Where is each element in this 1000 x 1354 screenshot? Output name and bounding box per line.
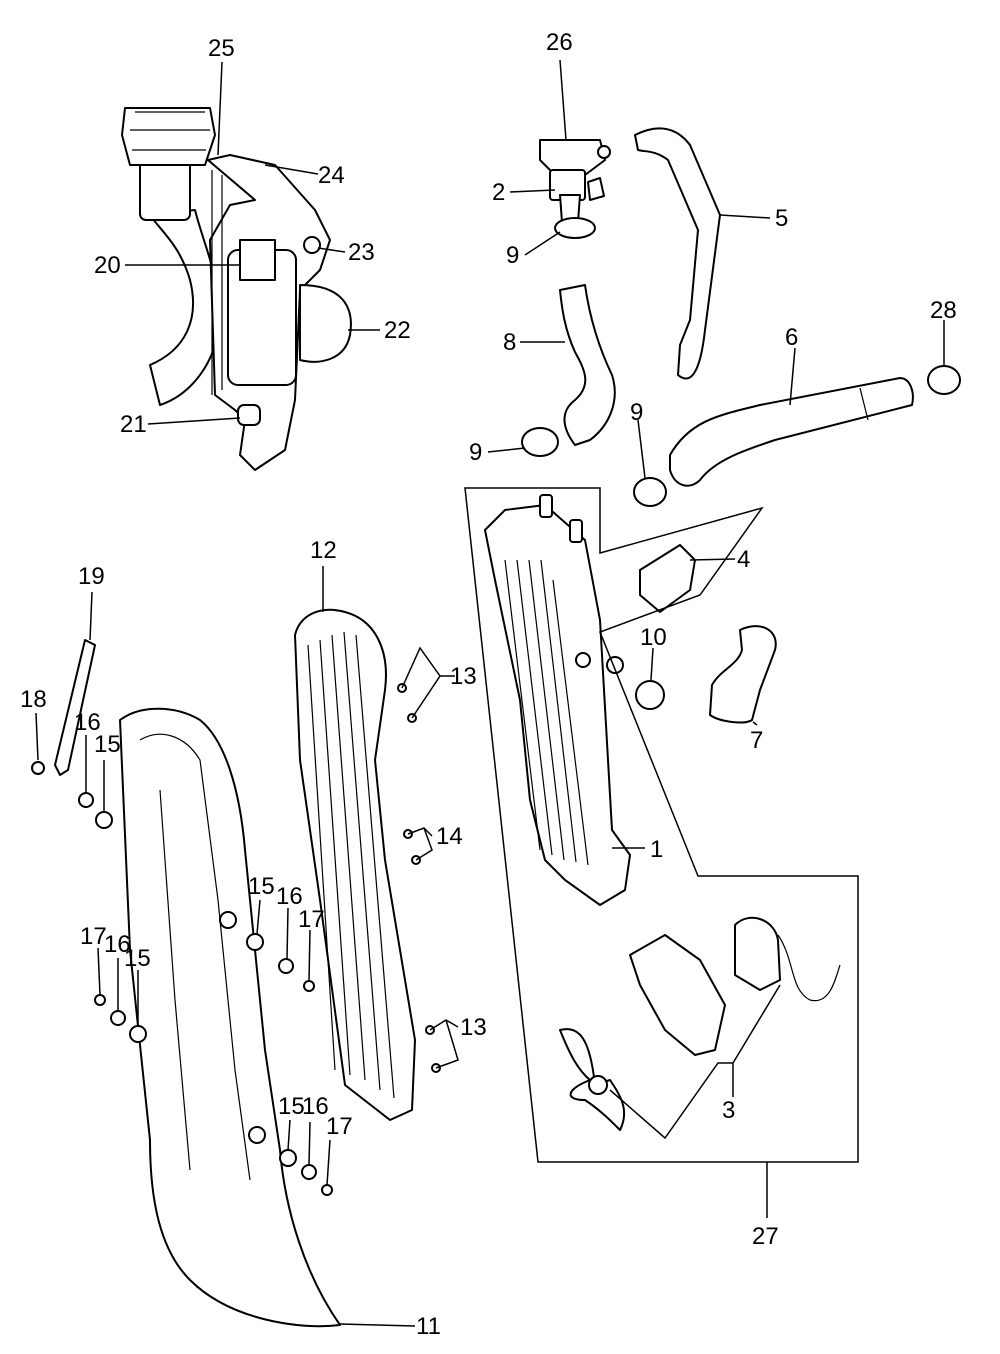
label-8: 8 xyxy=(503,329,516,356)
label-9-top: 9 xyxy=(506,242,519,269)
label-27: 27 xyxy=(752,1223,779,1250)
radiator-shroud-11 xyxy=(119,707,341,1328)
label-26: 26 xyxy=(546,29,573,56)
label-9-center: 9 xyxy=(630,399,643,426)
label-15-mid: 15 xyxy=(248,873,275,900)
label-15-left: 15 xyxy=(124,945,151,972)
label-28: 28 xyxy=(930,297,957,324)
label-2: 2 xyxy=(492,179,505,206)
label-16-bottom: 16 xyxy=(302,1093,329,1120)
label-16-top: 16 xyxy=(74,709,101,736)
fan-assembly xyxy=(559,916,841,1131)
label-24: 24 xyxy=(318,162,345,189)
label-9-bottom-left: 9 xyxy=(469,439,482,466)
label-17-bottom: 17 xyxy=(326,1113,353,1140)
label-7: 7 xyxy=(750,727,763,754)
radiator-cover-12 xyxy=(294,608,416,1121)
label-4: 4 xyxy=(737,546,750,573)
label-19: 19 xyxy=(78,563,105,590)
label-25: 25 xyxy=(208,35,235,62)
radiator xyxy=(484,494,631,906)
label-13-bottom: 13 xyxy=(460,1014,487,1041)
label-21: 21 xyxy=(120,411,147,438)
small-parts-right xyxy=(606,544,777,724)
label-16-left: 16 xyxy=(104,931,131,958)
hose-6 xyxy=(669,377,914,487)
hose-5 xyxy=(634,127,721,380)
label-12: 12 xyxy=(310,537,337,564)
hose-8 xyxy=(559,284,616,446)
label-1: 1 xyxy=(650,836,663,863)
part-labels: 25 24 23 22 20 21 26 2 9 5 8 9 9 6 28 4 … xyxy=(20,29,957,1340)
label-17-left: 17 xyxy=(80,923,107,950)
label-17-mid: 17 xyxy=(298,906,325,933)
label-14: 14 xyxy=(436,823,463,850)
label-15-bottom: 15 xyxy=(278,1093,305,1120)
label-11: 11 xyxy=(416,1313,441,1340)
reservoir-assembly xyxy=(121,107,352,471)
label-10: 10 xyxy=(640,624,667,651)
label-22: 22 xyxy=(384,317,411,344)
bracket-19 xyxy=(54,639,96,776)
label-15-top: 15 xyxy=(94,731,121,758)
label-6: 6 xyxy=(785,324,798,351)
hose-clamps xyxy=(521,217,961,507)
leader-lines xyxy=(35,59,945,1327)
label-20: 20 xyxy=(94,252,121,279)
label-18: 18 xyxy=(20,686,47,713)
assembly-27-outline xyxy=(464,487,859,1163)
filler-neck xyxy=(539,139,611,223)
label-16-mid: 16 xyxy=(276,883,303,910)
label-13-top: 13 xyxy=(450,663,477,690)
label-3: 3 xyxy=(722,1097,735,1124)
label-5: 5 xyxy=(775,205,788,232)
label-23: 23 xyxy=(348,239,375,266)
